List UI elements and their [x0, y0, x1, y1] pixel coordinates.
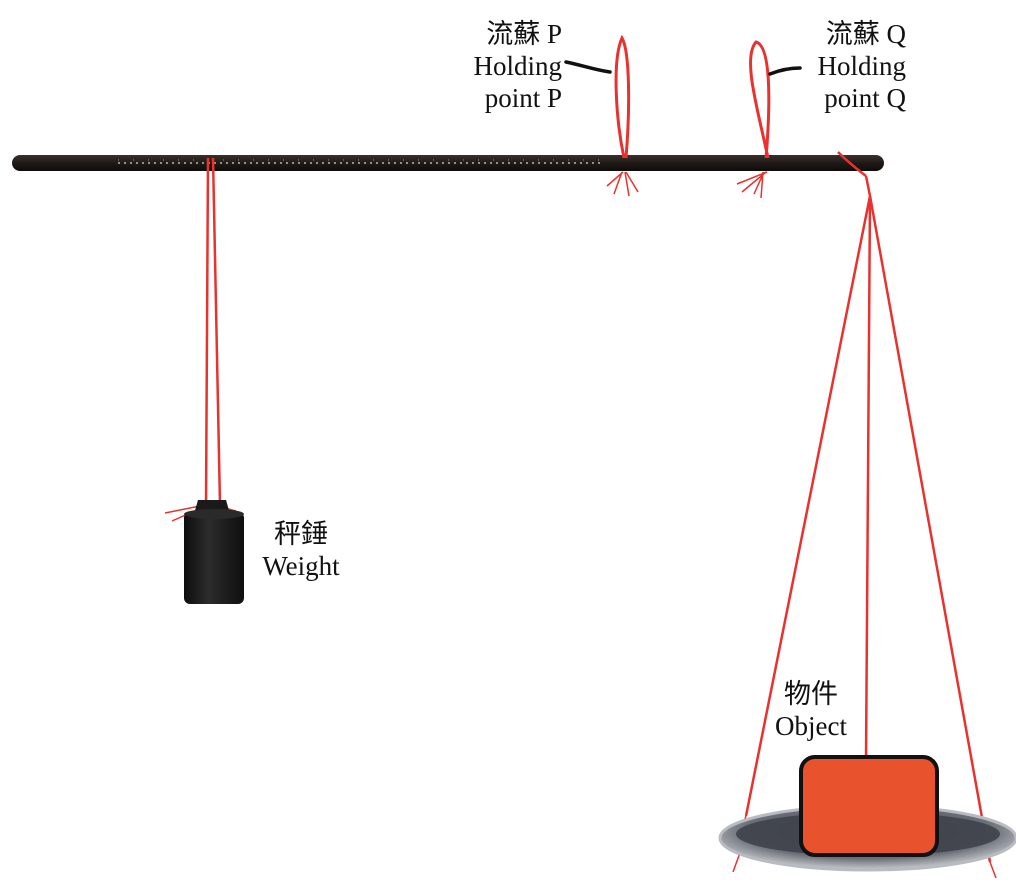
weight-string	[164, 157, 245, 522]
holding-string-q	[736, 40, 771, 199]
object-box	[799, 755, 939, 857]
holding-point-p-en2: point P	[484, 83, 562, 113]
object-label-en: Object	[775, 711, 847, 741]
pointer-line-p	[564, 60, 612, 74]
holding-point-q-label: 流蘇 Q Holding point Q	[806, 18, 906, 114]
holding-point-p-zh: 流蘇 P	[486, 19, 562, 49]
pointer-line-q	[768, 66, 802, 76]
holding-point-p-en1: Holding	[473, 51, 562, 81]
holding-point-p-label: 流蘇 P Holding point P	[452, 18, 562, 114]
steelyard-beam	[12, 155, 884, 171]
pan-strings	[732, 151, 997, 879]
holding-point-q-en1: Holding	[817, 51, 906, 81]
holding-point-q-en2: point Q	[824, 83, 906, 113]
object-label-zh: 物件	[784, 679, 838, 709]
holding-string-p	[606, 34, 639, 197]
weight-label-zh: 秤錘	[274, 519, 328, 549]
weight-label: 秤錘 Weight	[256, 518, 346, 582]
object-label: 物件 Object	[766, 678, 856, 742]
holding-point-q-zh: 流蘇 Q	[825, 19, 906, 49]
weight-label-en: Weight	[262, 551, 340, 581]
weight	[184, 500, 244, 604]
